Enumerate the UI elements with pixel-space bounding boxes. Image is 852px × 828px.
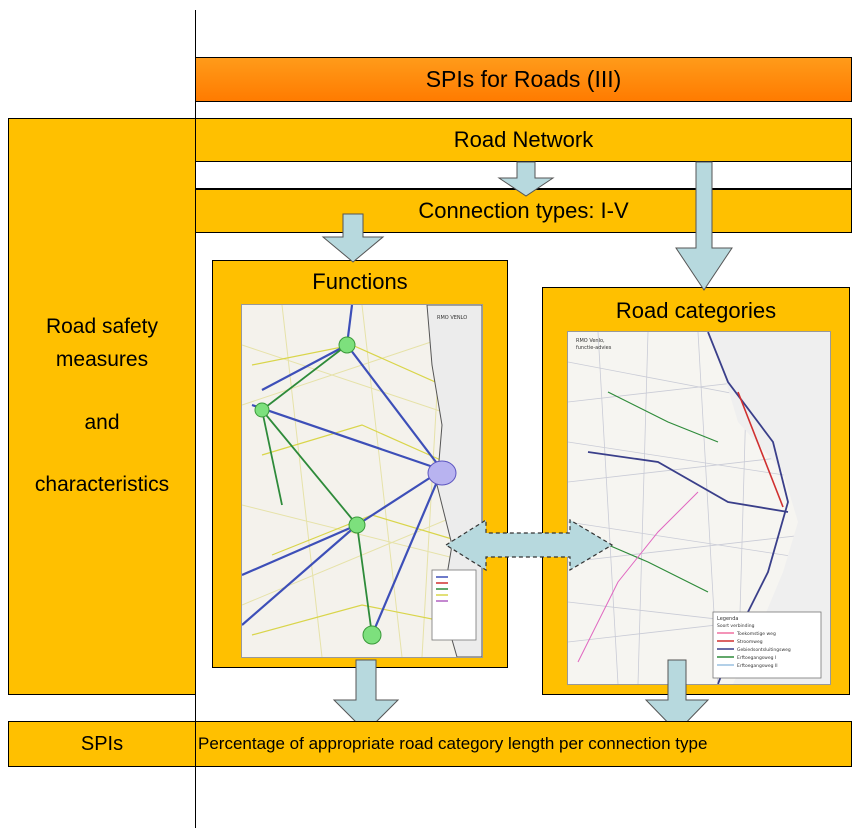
functions-map-caption: RMO VENLO	[437, 315, 467, 321]
legend-item: Toekomstige weg	[736, 631, 776, 637]
legend-item: Gebiedsontsluitingsweg	[737, 647, 791, 653]
road-categories-map-caption-2: functie-advies	[576, 345, 612, 351]
connection-types-band: Connection types: I-V	[195, 189, 852, 233]
band-gap	[195, 162, 852, 189]
road-network-band: Road Network	[195, 118, 852, 162]
functions-map-graphic: RMO VENLO	[242, 305, 482, 657]
slide-title: SPIs for Roads (III)	[195, 57, 852, 102]
legend-subtitle: Soort verbinding	[717, 623, 755, 629]
road-categories-panel: Road categories RMO Venlo, functie-advie…	[542, 287, 850, 695]
functions-map: RMO VENLO	[241, 304, 483, 658]
legend-item: Erftoegangsweg II	[737, 663, 778, 669]
legend-item: Erftoegangsweg I	[737, 655, 776, 661]
left-label-line2: measures	[55, 347, 149, 371]
left-label-line1: Road safety	[45, 315, 159, 339]
road-categories-map-graphic: RMO Venlo, functie-advies Legenda Soort …	[568, 332, 830, 684]
legend-title: Legenda	[717, 616, 738, 622]
spis-label: SPIs	[8, 721, 196, 767]
functions-title: Functions	[312, 269, 408, 294]
road-safety-measures-box: Road safety measures and characteristics	[8, 118, 196, 695]
road-categories-map-caption-1: RMO Venlo,	[576, 338, 605, 344]
map-legend	[712, 611, 822, 679]
road-categories-map: RMO Venlo, functie-advies Legenda Soort …	[567, 331, 831, 685]
functions-panel: Functions	[212, 260, 508, 668]
spis-description: Percentage of appropriate road category …	[195, 721, 852, 767]
left-label-line4: characteristics	[34, 473, 170, 497]
legend-item: Stroomweg	[737, 639, 763, 645]
road-categories-title: Road categories	[615, 298, 777, 323]
left-label-line3: and	[84, 410, 120, 434]
